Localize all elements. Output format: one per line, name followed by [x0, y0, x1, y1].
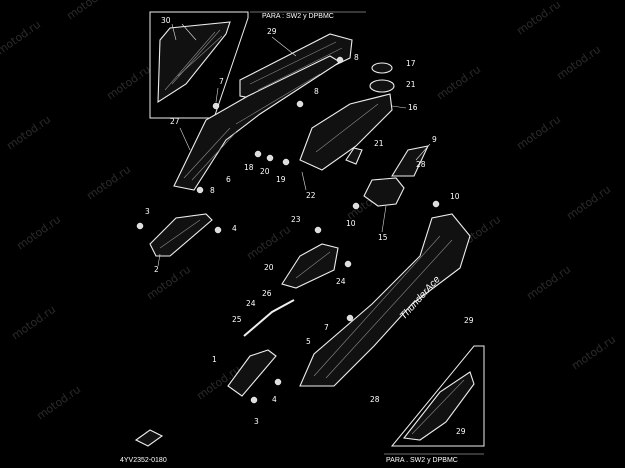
- front-arrow-icon: [134, 429, 164, 447]
- callout-12: 16: [408, 103, 418, 112]
- callout-8-a: 8: [354, 53, 359, 62]
- callout-29-b: 29: [456, 427, 466, 436]
- callout-5: 5: [306, 337, 311, 346]
- inset-top: [149, 11, 249, 119]
- svg-text:motod.ru: motod.ru: [104, 63, 153, 103]
- para-note-bottom: PARA . SW2 y DPBMC: [386, 457, 458, 464]
- callout-15: 19: [276, 175, 286, 184]
- svg-text:motod.ru: motod.ru: [514, 113, 563, 153]
- callout-30: 30: [161, 16, 171, 25]
- callout-4-a: 4: [232, 224, 237, 233]
- svg-text:motod.ru: motod.ru: [244, 223, 293, 263]
- callout-28: 29: [267, 27, 277, 36]
- stay-20: [281, 243, 339, 289]
- inset-top-frame: [149, 11, 249, 119]
- callout-29-a: 29: [464, 316, 474, 325]
- bracket-1: [227, 349, 277, 397]
- callout-2: 2: [154, 265, 159, 274]
- callout-8-b: 8: [314, 87, 319, 96]
- callout-27: 28: [416, 160, 426, 169]
- inset-bottom-frame: [390, 345, 485, 447]
- grommet-13: [371, 62, 393, 74]
- callout-6: 6: [226, 175, 231, 184]
- svg-text:motod.ru: motod.ru: [14, 213, 63, 253]
- callout-20: 20: [264, 263, 274, 272]
- callout-24-b: 25: [232, 315, 242, 324]
- svg-text:motod.ru: motod.ru: [514, 0, 563, 37]
- callout-7-a: 7: [219, 77, 224, 86]
- svg-text:motod.ru: motod.ru: [64, 0, 113, 22]
- callout-25: 28: [370, 395, 380, 404]
- svg-text:motod.ru: motod.ru: [0, 18, 43, 58]
- callout-22: 24: [336, 277, 346, 286]
- callout-8-c: 8: [210, 186, 215, 195]
- svg-text:motod.ru: motod.ru: [4, 113, 53, 153]
- callout-26: 27: [170, 117, 180, 126]
- callout-16: 20: [260, 167, 270, 176]
- svg-text:motod.ru: motod.ru: [569, 333, 618, 373]
- drawing-code: 4YV2352-0180: [120, 457, 167, 464]
- svg-text:motod.ru: motod.ru: [34, 383, 83, 423]
- callout-3-a: 3: [145, 207, 150, 216]
- callout-7-b: 7: [324, 323, 329, 332]
- svg-text:motod.ru: motod.ru: [84, 163, 133, 203]
- callout-18: 22: [306, 191, 316, 200]
- rail-28: [239, 33, 353, 101]
- callout-21: 23: [291, 215, 301, 224]
- callout-14: 18: [244, 163, 254, 172]
- callout-11: 15: [378, 233, 388, 242]
- callout-23: 24: [246, 299, 256, 308]
- svg-text:motod.ru: motod.ru: [144, 263, 193, 303]
- para-note-top: PARA : SW2 y DPBMC: [262, 13, 334, 20]
- callout-19: 21: [406, 80, 416, 89]
- bracket-12: [299, 93, 393, 171]
- grommet-19: [369, 79, 395, 93]
- callout-3-b: 3: [254, 417, 259, 426]
- plate-17: [345, 147, 363, 165]
- callout-9: 9: [432, 135, 437, 144]
- svg-text:motod.ru: motod.ru: [434, 63, 483, 103]
- svg-text:motod.ru: motod.ru: [554, 43, 603, 83]
- callout-10-b: 10: [450, 192, 460, 201]
- svg-text:motod.ru: motod.ru: [564, 183, 613, 223]
- cover-11: [363, 177, 405, 207]
- callout-1: 1: [212, 355, 217, 364]
- callout-10-a: 10: [346, 219, 356, 228]
- callout-4-b: 4: [272, 395, 277, 404]
- callout-13: 17: [406, 59, 416, 68]
- callout-24-a: 26: [262, 289, 272, 298]
- svg-text:motod.ru: motod.ru: [524, 263, 573, 303]
- inset-bottom: 29: [390, 345, 485, 447]
- bracket-2: [149, 213, 213, 257]
- lower-cover-25: [299, 213, 471, 387]
- callout-17: 21: [374, 139, 384, 148]
- svg-text:motod.ru: motod.ru: [9, 303, 58, 343]
- inset-top-part: [157, 21, 231, 104]
